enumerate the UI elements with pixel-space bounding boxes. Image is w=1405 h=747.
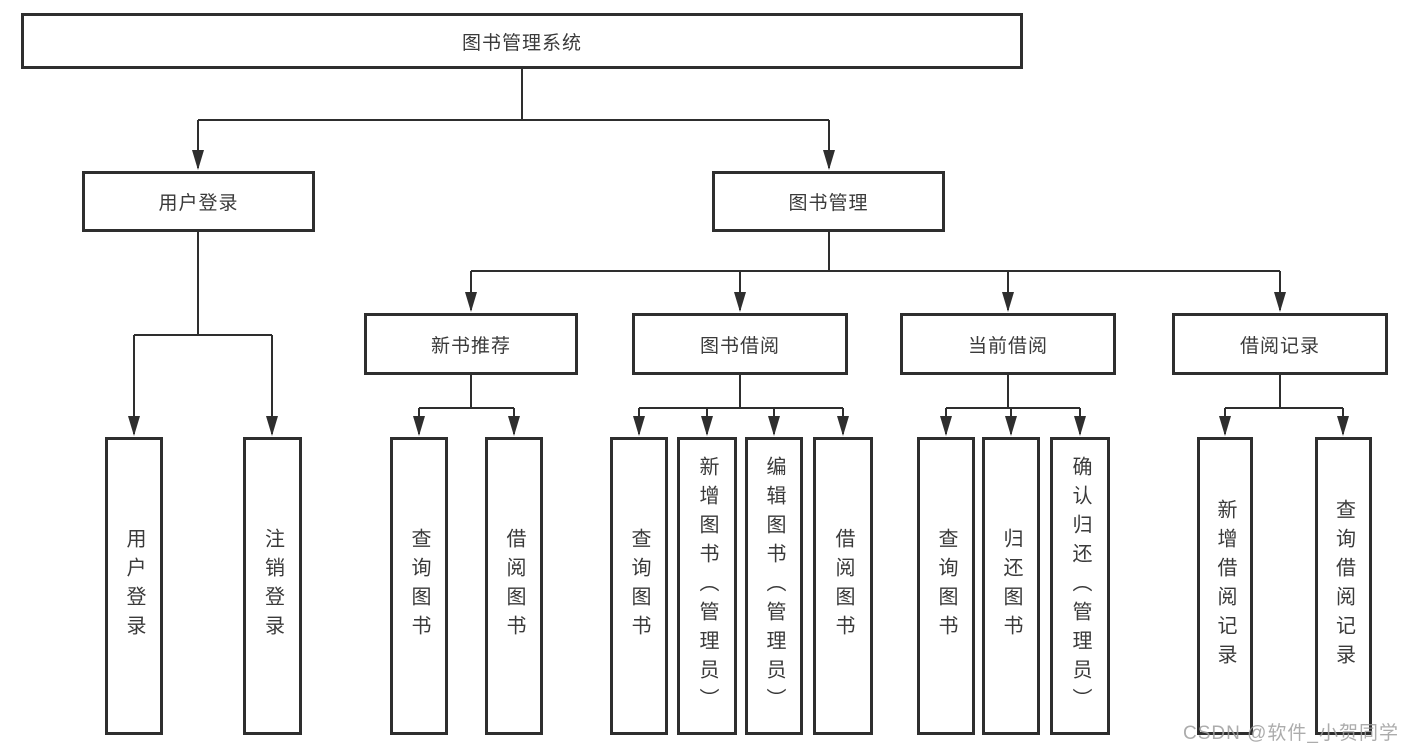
node-leaf-logout: 注销登录	[243, 437, 302, 735]
node-leaf-add-book-admin: 新增图书（管理员）	[677, 437, 737, 735]
node-book-management-label: 图书管理	[788, 193, 869, 214]
node-book-borrow: 图书借阅	[632, 313, 848, 375]
node-leaf-query-book-recommend-label: 查询图书	[408, 528, 430, 644]
node-leaf-edit-book-admin: 编辑图书（管理员）	[745, 437, 803, 735]
node-leaf-query-book-borrow: 查询图书	[610, 437, 668, 735]
node-leaf-query-book-recommend: 查询图书	[390, 437, 448, 735]
node-new-book-recommend: 新书推荐	[364, 313, 578, 375]
node-book-management: 图书管理	[712, 171, 945, 232]
node-leaf-query-book-current: 查询图书	[917, 437, 975, 735]
node-current-borrow-label: 当前借阅	[967, 335, 1048, 357]
node-leaf-add-borrow-record: 新增借阅记录	[1197, 437, 1253, 735]
node-leaf-user-login-label: 用户登录	[123, 528, 145, 644]
node-leaf-borrow-book: 借阅图书	[813, 437, 873, 735]
node-book-borrow-label: 图书借阅	[699, 335, 780, 357]
node-leaf-confirm-return-admin: 确认归还（管理员）	[1050, 437, 1110, 735]
node-root-system-label: 图书管理系统	[461, 32, 582, 54]
node-current-borrow: 当前借阅	[900, 313, 1116, 375]
node-leaf-user-login: 用户登录	[105, 437, 163, 735]
node-root-system: 图书管理系统	[21, 13, 1023, 69]
node-new-book-recommend-label: 新书推荐	[430, 335, 511, 357]
node-leaf-return-book-label: 归还图书	[1000, 528, 1022, 644]
node-borrow-record-label: 借阅记录	[1239, 335, 1320, 357]
node-borrow-record: 借阅记录	[1172, 313, 1388, 375]
node-leaf-borrow-book-recommend-label: 借阅图书	[503, 528, 525, 644]
node-leaf-confirm-return-admin-label: 确认归还（管理员）	[1069, 455, 1091, 717]
node-leaf-query-borrow-record-label: 查询借阅记录	[1332, 499, 1355, 673]
node-user-login-label: 用户登录	[158, 193, 239, 214]
node-leaf-query-book-borrow-label: 查询图书	[628, 528, 650, 644]
node-leaf-add-borrow-record-label: 新增借阅记录	[1214, 499, 1236, 673]
node-leaf-edit-book-admin-label: 编辑图书（管理员）	[763, 455, 785, 717]
csdn-watermark: CSDN @软件_小贺同学	[1183, 723, 1399, 744]
node-leaf-return-book: 归还图书	[982, 437, 1040, 735]
node-user-login: 用户登录	[82, 171, 315, 232]
node-leaf-query-book-current-label: 查询图书	[935, 528, 957, 644]
node-leaf-logout-label: 注销登录	[261, 528, 284, 644]
node-leaf-borrow-book-recommend: 借阅图书	[485, 437, 543, 735]
node-leaf-add-book-admin-label: 新增图书（管理员）	[696, 455, 718, 717]
node-leaf-borrow-book-label: 借阅图书	[832, 528, 854, 644]
node-leaf-query-borrow-record: 查询借阅记录	[1315, 437, 1372, 735]
